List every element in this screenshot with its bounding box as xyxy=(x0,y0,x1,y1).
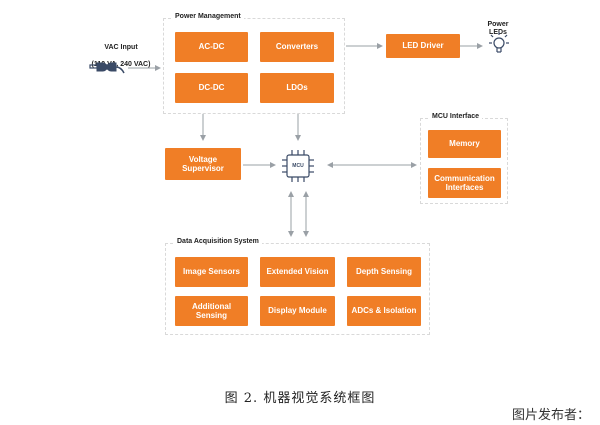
image-sensors-block[interactable]: Image Sensors xyxy=(175,257,248,287)
display-module-block[interactable]: Display Module xyxy=(260,296,335,326)
power-management-title: Power Management xyxy=(172,13,244,20)
voltage-supervisor-block[interactable]: Voltage Supervisor xyxy=(165,148,241,180)
mcu-interface-title: MCU Interface xyxy=(429,113,483,120)
dc-dc-block[interactable]: DC-DC xyxy=(175,73,248,103)
chip-icon xyxy=(282,150,314,182)
light-bulb-icon xyxy=(489,32,509,53)
mcu-label: MCU xyxy=(292,163,304,169)
figure-caption: 图 2. 机器视觉系统框图 xyxy=(224,391,376,406)
data-acquisition-title: Data Acquisition System xyxy=(174,238,262,245)
mcu-interface-group: MCU Interface xyxy=(420,113,508,204)
led-driver-block[interactable]: LED Driver xyxy=(386,34,460,58)
memory-block[interactable]: Memory xyxy=(428,130,501,158)
communication-interfaces-block[interactable]: Communication Interfaces xyxy=(428,168,501,198)
converters-block[interactable]: Converters xyxy=(260,32,334,62)
adcs-isolation-block[interactable]: ADCs & Isolation xyxy=(347,296,421,326)
additional-sensing-block[interactable]: Additional Sensing xyxy=(175,296,248,326)
extended-vision-block[interactable]: Extended Vision xyxy=(260,257,335,287)
data-acquisition-group: Data Acquisition System xyxy=(165,238,430,335)
publisher-label: 图片发布者： xyxy=(511,408,590,423)
power-plug-icon xyxy=(89,62,125,74)
ldos-block[interactable]: LDOs xyxy=(260,73,334,103)
ac-dc-block[interactable]: AC-DC xyxy=(175,32,248,62)
depth-sensing-block[interactable]: Depth Sensing xyxy=(347,257,421,287)
power-management-group: Power Management xyxy=(163,13,345,114)
power-leds-label: Power LEDs xyxy=(487,21,509,37)
